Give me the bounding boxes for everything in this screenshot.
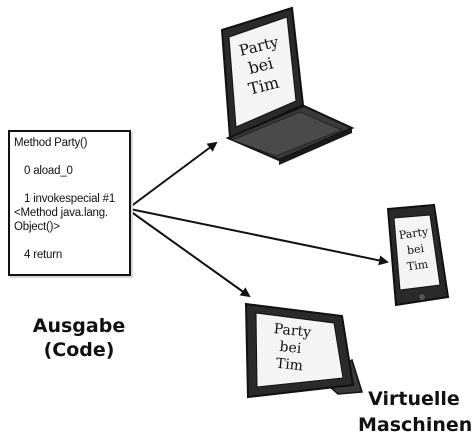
phone-screen [393, 214, 441, 291]
tablet-screen-line-2: bei [279, 339, 303, 357]
code-line-4: <Method java.lang. [14, 207, 108, 219]
code-line-3: 1 invokespecial #1 [24, 193, 116, 205]
virtual-machines-label-line-1: Virtuelle [368, 388, 460, 410]
output-label-line-2: (Code) [43, 339, 115, 361]
arrow-to-tablet [129, 210, 251, 298]
tablet-device: Party bei Tim [244, 302, 363, 399]
phone-screen-line-1: Party [398, 225, 430, 242]
arrow-to-phone [129, 208, 389, 266]
code-line-2: 0 aload_0 [24, 165, 73, 177]
output-label-line-1: Ausgabe [32, 315, 126, 337]
virtual-machines-label: Virtuelle Maschinen [358, 386, 473, 438]
virtual-machines-label-line-2: Maschinen [358, 414, 473, 436]
code-line-6: 4 return [24, 249, 63, 261]
code-line-5: Object()> [14, 221, 60, 233]
arrow-to-laptop [129, 141, 218, 208]
phone-screen-line-3: Tim [406, 258, 429, 274]
tablet-screen-line-1: Party [273, 321, 312, 341]
phone-device: Party bei Tim [386, 203, 450, 307]
code-line-1: Method Party() [14, 137, 88, 149]
laptop-screen [228, 16, 297, 128]
tablet-screen-line-3: Tim [275, 356, 304, 375]
phone-screen-line-2: bei [406, 242, 425, 257]
output-label: Ausgabe (Code) [14, 314, 144, 362]
laptop-device: Party bei Tim [220, 6, 355, 165]
bytecode-box: Method Party() 0 aload_0 1 invokespecial… [8, 130, 131, 276]
tablet-screen [255, 312, 344, 388]
